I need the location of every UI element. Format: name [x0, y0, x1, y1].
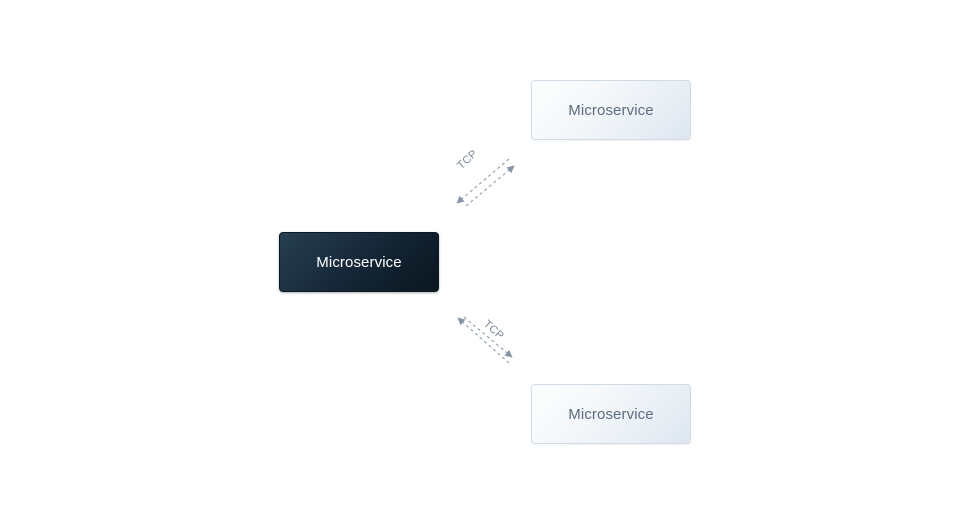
node-label: Microservice [568, 101, 654, 119]
node-label: Microservice [568, 405, 654, 423]
edge-arrow-down-left [456, 158, 510, 204]
edge-arrow-up-left [457, 317, 510, 364]
edge-center-to-top-right[interactable] [456, 158, 515, 207]
node-microservice-top-right[interactable]: Microservice [531, 80, 691, 140]
edge-arrow-down-right [463, 316, 513, 358]
node-microservice-bottom-right[interactable]: Microservice [531, 384, 691, 444]
edge-center-to-bottom-right[interactable] [457, 316, 513, 364]
node-label: Microservice [316, 253, 402, 271]
node-microservice-center[interactable]: Microservice [279, 232, 439, 292]
edge-arrow-up-right [465, 165, 515, 207]
